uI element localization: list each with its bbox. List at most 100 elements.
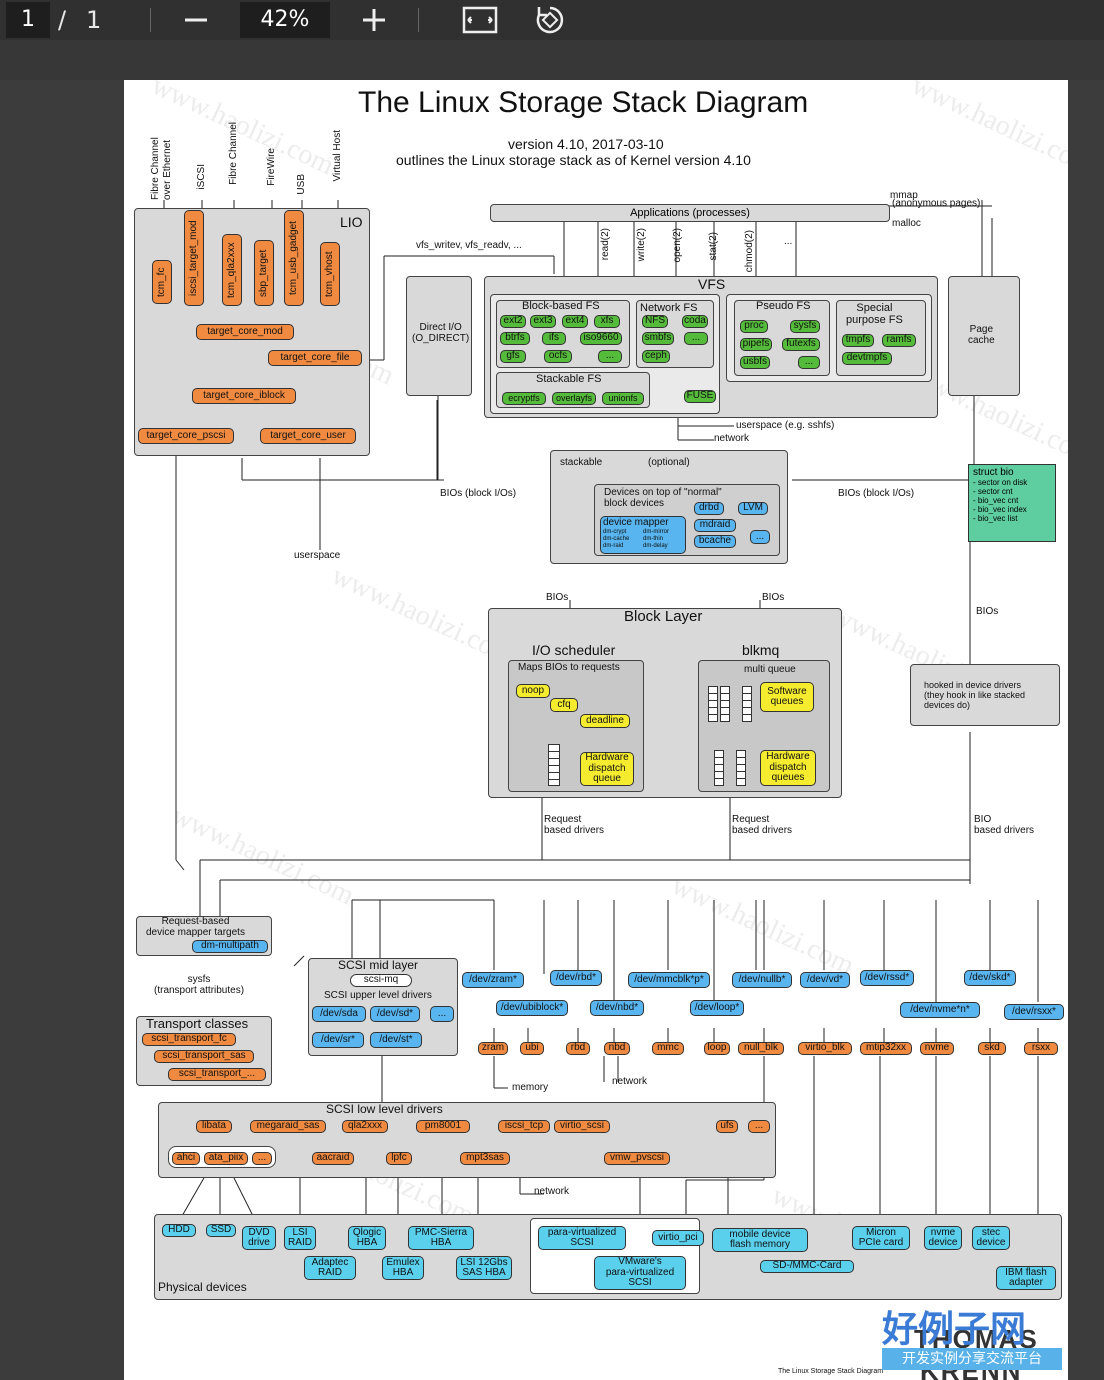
drv-zram: zram — [478, 1042, 508, 1055]
phys-sd-mmc: SD-/MMC-Card — [760, 1260, 854, 1273]
optional-label: (optional) — [648, 457, 690, 468]
module-tcm-vhost: tcm_vhost — [320, 242, 340, 306]
fs-smbfs: smbfs — [642, 332, 674, 345]
scsi-mq: scsi-mq — [350, 974, 412, 987]
sched-cfq: cfq — [550, 698, 578, 712]
total-pages: 1 — [86, 6, 102, 34]
drv-nvme: nvme — [920, 1042, 954, 1055]
fs-xfs: xfs — [594, 315, 620, 328]
block-layer-label: Block Layer — [624, 608, 703, 625]
dev-skd: /dev/skd* — [964, 970, 1016, 986]
transport-fc: scsi_transport_fc — [142, 1033, 236, 1046]
hw-dispatch-queues: Hardware dispatch queues — [760, 750, 816, 786]
struct-bio-field: - sector on disk — [973, 478, 1028, 487]
drv-mtip32xx: mtip32xx — [860, 1042, 912, 1055]
fs-ext3: ext3 — [530, 315, 556, 328]
userspace-label: userspace — [294, 550, 341, 561]
rotate-button[interactable] — [530, 2, 570, 38]
phys-lsi-raid: LSI RAID — [284, 1226, 316, 1250]
dev-mdraid: mdraid — [694, 519, 736, 532]
queue-stack — [720, 686, 730, 722]
lld-pm8001: pm8001 — [416, 1120, 470, 1133]
fs-tmpfs: tmpfs — [842, 334, 874, 347]
dm-target: dm-mirror — [643, 528, 669, 535]
bios-label-1: BIOs — [546, 592, 569, 603]
drv-null-blk: null_blk — [738, 1042, 784, 1055]
drv-rbd: rbd — [566, 1042, 590, 1055]
dev-sd: /dev/sd* — [370, 1006, 420, 1022]
drv-skd: skd — [978, 1042, 1006, 1055]
fs-ext4: ext4 — [562, 315, 588, 328]
lld-ahci: ahci — [172, 1152, 200, 1165]
toolbar-divider — [418, 8, 419, 32]
maps-bios-label: Maps BIOs to requests — [518, 662, 620, 673]
fit-page-button[interactable] — [460, 2, 500, 38]
dev-sr: /dev/sr* — [312, 1032, 364, 1048]
page-cache-box — [948, 276, 1020, 396]
network-label-3: network — [534, 1186, 570, 1197]
scsi-upper-label: SCSI upper level drivers — [324, 990, 432, 1001]
module-tcm-fc: tcm_fc — [152, 260, 172, 304]
dev-st: /dev/st* — [370, 1032, 422, 1048]
network-label-2: network — [612, 1076, 648, 1087]
lld-iscsi-tcp: iscsi_tcp — [498, 1120, 550, 1133]
pseudo-fs-label: Pseudo FS — [756, 300, 811, 312]
dm-target: dm-thin — [643, 535, 664, 542]
dev-sda: /dev/sda — [312, 1006, 366, 1022]
lld-ata-more: ... — [252, 1152, 272, 1165]
fs-devtmpfs: devtmpfs — [842, 352, 892, 365]
target-core-user: target_core_user — [260, 428, 356, 444]
dev-rbd: /dev/rbd* — [550, 970, 602, 986]
syscall-read: read(2) — [600, 228, 611, 261]
device-mapper-label: device mapper — [603, 517, 669, 528]
fs-iso9660: iso9660 — [580, 332, 622, 345]
fs-nfs: NFS — [642, 315, 668, 328]
struct-bio-field: - bio_vec cnt — [973, 496, 1019, 505]
stackable-label: stackable — [560, 457, 603, 468]
plus-icon — [363, 9, 385, 31]
hooked-drivers-label: hooked in device drivers (they hook in l… — [924, 680, 1026, 710]
syscall-stat: stat(2) — [708, 232, 719, 261]
lio-input-fc: Fibre Channel — [228, 122, 239, 185]
dm-target: dm-raid — [603, 542, 624, 549]
zoom-in-button[interactable] — [354, 2, 394, 38]
zoom-level-input[interactable]: 42% — [240, 2, 330, 38]
phys-micron: Micron PCIe card — [852, 1226, 910, 1250]
lio-label: LIO — [340, 214, 363, 230]
module-tcm-qla2xxx: tcm_qla2xxx — [222, 234, 242, 306]
network-label: network — [714, 433, 750, 444]
fs-unionfs: unionfs — [602, 392, 644, 405]
phys-virtio-pci: virtio_pci — [652, 1230, 704, 1246]
bios-label-3: BIOs — [976, 606, 999, 617]
fs-usbfs: usbfs — [740, 356, 770, 369]
page-number-input[interactable]: 1 — [6, 2, 50, 38]
dev-lvm: LVM — [738, 502, 768, 515]
page-separator: / — [58, 6, 67, 34]
bios-label-2: BIOs — [762, 592, 785, 603]
transport-other: scsi_transport_... — [168, 1068, 266, 1081]
phys-pv-scsi: para-virtualized SCSI — [538, 1226, 626, 1250]
target-core-file: target_core_file — [268, 350, 362, 366]
phys-dvd: DVD drive — [242, 1226, 276, 1250]
zoom-out-button[interactable] — [176, 2, 216, 38]
module-tcm-usb-gadget: tcm_usb_gadget — [284, 210, 304, 306]
queue-stack — [714, 750, 724, 786]
mmap-label: mmap — [890, 190, 918, 201]
drv-ubi: ubi — [520, 1042, 544, 1055]
struct-bio-note: struct bio - sector on disk - sector cnt… — [968, 464, 1056, 542]
dev-drbd: drbd — [694, 502, 724, 515]
syscall-more: ... — [784, 236, 793, 247]
phys-hdd: HDD — [162, 1224, 196, 1237]
malloc-label: malloc — [892, 218, 921, 229]
scsi-low-label: SCSI low level drivers — [326, 1102, 443, 1116]
dev-ubiblock: /dev/ubiblock* — [496, 1000, 568, 1016]
lld-lpfc: lpfc — [386, 1152, 412, 1165]
fs-ifs: ifs — [542, 332, 566, 345]
software-queues: Software queues — [760, 682, 814, 712]
dm-target: dm-crypt — [603, 528, 627, 535]
phys-ibm-flash: IBM flash adapter — [996, 1266, 1056, 1290]
applications-box: Applications (processes) — [490, 204, 890, 222]
diagram-title: The Linux Storage Stack Diagram — [358, 86, 809, 119]
multi-queue-label: multi queue — [744, 664, 796, 675]
